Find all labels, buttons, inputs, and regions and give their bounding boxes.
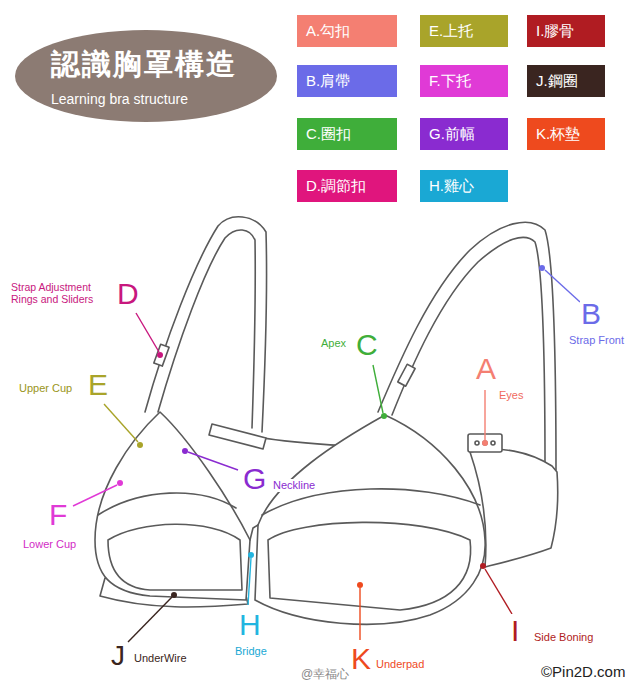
callout-letter: C [355,328,379,363]
callout-letter: K [350,642,372,677]
legend-box: D.調節扣 [297,170,397,202]
legend-text: E.上托 [429,22,473,41]
title-oval: 認識胸罩構造 Learning bra structure [15,30,277,122]
leader-line [373,365,383,413]
leader-line [248,558,251,605]
legend-text: B.肩帶 [306,72,350,91]
leader-line [359,588,360,640]
callout-letter: B [580,297,602,332]
oval-fill [15,30,277,122]
leader-line [128,597,172,642]
watermark: @幸福心 [300,668,350,682]
part-name: Strap Adjustment Rings and Sliders [10,281,112,305]
callout-letter: D [116,277,140,312]
subtitle-text: Learning bra structure [51,91,188,107]
watermark: ©Pin2D.com [540,663,626,680]
legend-box: A.勾扣 [297,15,397,47]
left-strap-outer [145,217,267,432]
callout-dot [248,552,254,558]
legend-box: E.上托 [420,15,508,47]
left-cup [95,412,250,600]
leader-line [545,270,580,302]
left-strap-inner [158,230,255,428]
eye [491,441,495,445]
callout-dot [480,563,486,569]
legend-box: F.下托 [420,65,508,97]
callout-letter: G [242,462,267,497]
callout-dot [137,442,143,448]
leader-line [484,390,485,440]
legend-box: B.肩帶 [297,65,397,97]
legend-box: H.雞心 [420,170,508,202]
legend-box: C.圈扣 [297,118,397,150]
right-cup-seam [262,489,480,515]
callout-letter: I [510,614,520,649]
leader-line [188,452,238,470]
strap-slider [398,364,415,386]
callout-letter: F [48,498,68,533]
part-name: Neckline [272,479,316,492]
legend-box: K.杯墊 [527,118,605,150]
callout-letter: A [475,352,497,387]
legend-text: K.杯墊 [536,125,580,144]
legend-text: H.雞心 [429,177,474,196]
callout-letter: J [110,640,126,672]
part-name: UnderWire [133,652,188,665]
part-name: Apex [320,337,347,350]
left-underpad [108,524,242,590]
callout-letter: H [238,608,262,643]
part-name: Upper Cup [18,382,73,395]
leader-line [485,569,512,614]
legend-text: D.調節扣 [306,177,366,196]
part-name: Strap Front [568,334,625,347]
legend-text: C.圈扣 [306,125,351,144]
callout-dot [157,352,163,358]
callout-dot [182,448,188,454]
callout-dot [539,265,545,271]
legend-text: F.下托 [429,72,471,91]
leader-line [136,313,159,352]
legend-text: G.前幅 [429,125,475,144]
leader-line [104,404,138,442]
legend-text: J.鋼圈 [536,72,578,91]
legend-box: G.前幅 [420,118,508,150]
left-cup-seam [98,493,236,515]
back-hook-left [209,424,266,449]
callout-dot [117,480,123,486]
part-name: Bridge [234,645,268,658]
part-name: Side Boning [533,631,594,644]
legend-box: J.鋼圈 [527,65,605,97]
leader-line [73,485,117,506]
part-name: Eyes [498,389,524,402]
callout-dot [357,582,363,588]
right-cup [255,415,485,624]
legend-text: I.膠骨 [536,22,574,41]
part-name: Lower Cup [22,538,77,551]
eye [483,441,487,445]
callout-dot [381,413,387,419]
eye [475,441,479,445]
title-text: 認識胸罩構造 [51,45,237,85]
part-name: Underpad [375,658,425,671]
right-underpad [268,522,471,610]
callout-dot [171,592,177,598]
callout-dot [482,440,488,446]
bridge [250,525,258,540]
legend-box: I.膠骨 [527,15,605,47]
legend-text: A.勾扣 [306,22,350,41]
callout-letter: E [87,368,109,403]
